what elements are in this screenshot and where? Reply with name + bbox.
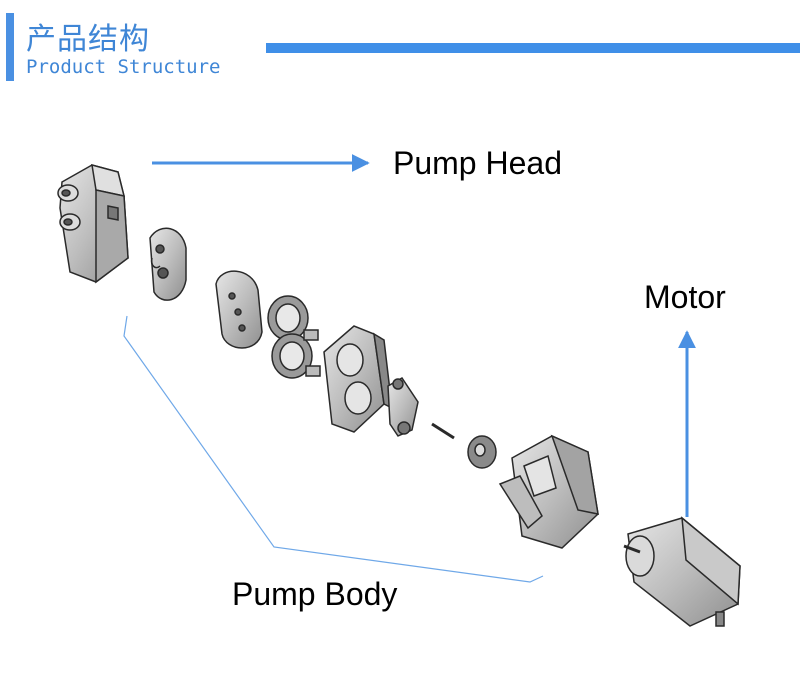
eccentric-wheel — [467, 435, 497, 469]
diaphragm-plate — [149, 227, 187, 301]
motor-bracket — [498, 434, 599, 549]
diaphragm-cups — [267, 295, 321, 379]
section-title-cn: 产品结构 — [26, 22, 150, 57]
section-title-en: Product Structure — [26, 56, 221, 78]
pump-head-part — [57, 163, 129, 284]
pump-head-label: Pump Head — [393, 145, 562, 181]
diaphragm-frame — [323, 325, 393, 433]
header-accent-bar — [6, 13, 14, 81]
motor-label: Motor — [644, 279, 726, 315]
pump-body-bracket — [123, 315, 544, 583]
motor-part — [623, 516, 741, 627]
connecting-rod — [387, 377, 419, 437]
valve-plate — [215, 270, 263, 349]
pump-body-label: Pump Body — [232, 576, 398, 612]
header-rule — [266, 43, 800, 53]
eccentric-pin — [431, 422, 455, 440]
